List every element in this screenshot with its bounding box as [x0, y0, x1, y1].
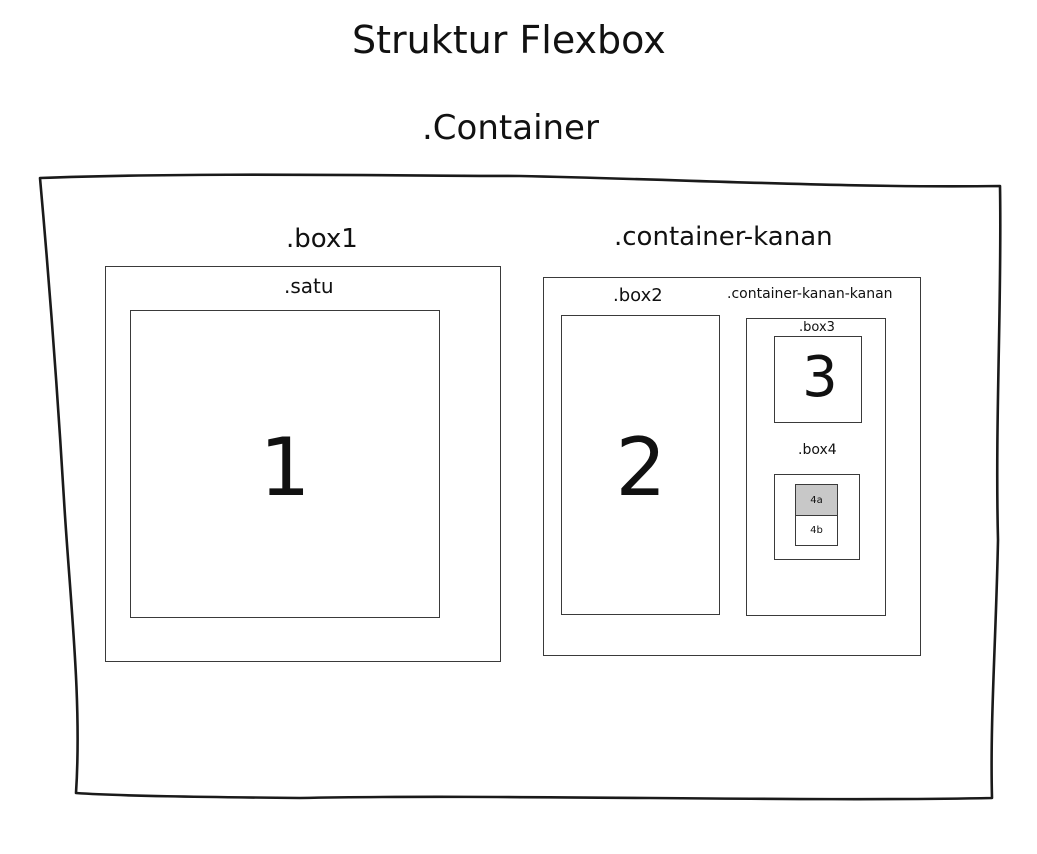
box-4b: 4b	[795, 515, 838, 546]
box2-label: .box2	[613, 285, 663, 306]
container-border	[38, 173, 1002, 801]
container-kanan-label: .container-kanan	[614, 222, 833, 252]
container-kanan-kanan-label: .container-kanan-kanan	[727, 286, 893, 302]
box3	[774, 336, 862, 423]
diagram-title: Struktur Flexbox	[352, 18, 666, 62]
box1-label: .box1	[286, 224, 358, 254]
number-3: 3	[802, 345, 838, 410]
box-4a: 4a	[795, 484, 838, 516]
satu-label: .satu	[284, 274, 334, 298]
number-1: 1	[259, 421, 311, 514]
satu-box	[130, 310, 440, 618]
box3-label: .box3	[799, 320, 835, 335]
box-4b-label: 4b	[810, 525, 823, 536]
box-4a-label: 4a	[810, 494, 823, 506]
box2	[561, 315, 720, 615]
container-label: .Container	[422, 108, 599, 148]
number-2: 2	[615, 421, 667, 514]
box4-label: .box4	[798, 442, 837, 458]
